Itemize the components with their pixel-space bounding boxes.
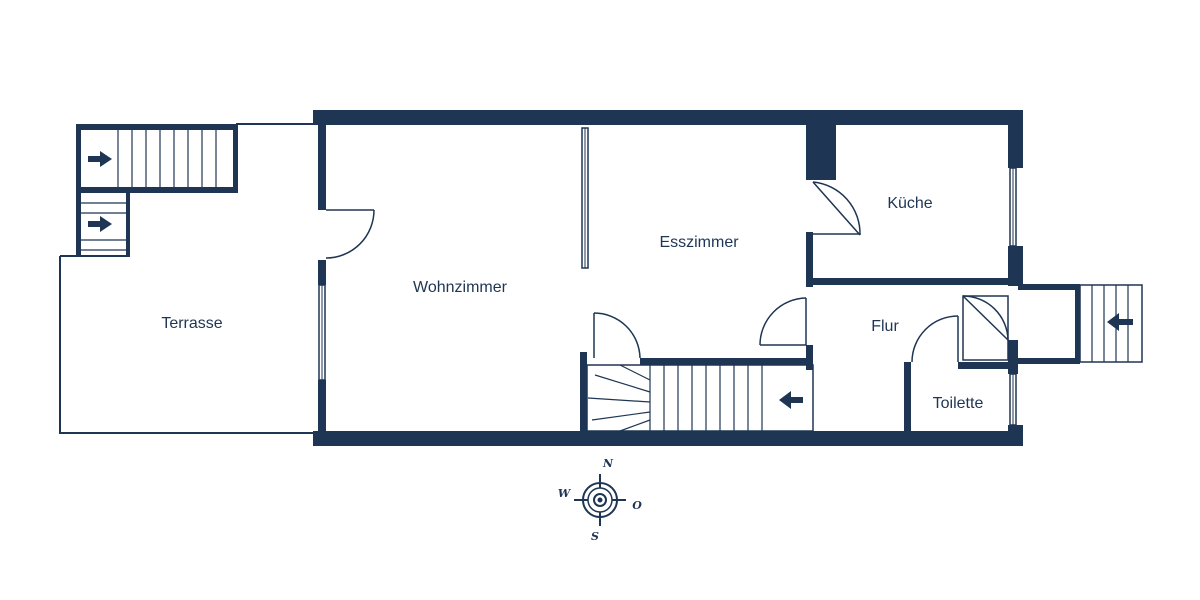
entrance-stair bbox=[962, 284, 1143, 364]
stair-arrow-icon bbox=[1107, 313, 1133, 331]
interior-walls bbox=[580, 125, 1018, 434]
terrace-area bbox=[59, 123, 318, 434]
compass-rose-icon: N O S W bbox=[558, 457, 642, 543]
stair-arrow-icon bbox=[88, 216, 112, 232]
compass-north: N bbox=[602, 457, 614, 470]
exterior-walls bbox=[313, 110, 1023, 446]
compass-east: O bbox=[632, 499, 642, 512]
compass-west: W bbox=[558, 487, 572, 500]
interior-stair bbox=[586, 364, 814, 432]
room-label-kueche: Küche bbox=[887, 195, 932, 212]
room-label-esszimmer: Esszimmer bbox=[659, 234, 739, 251]
terrace-stair-upper bbox=[76, 124, 238, 193]
door-swing-icon bbox=[325, 181, 1009, 363]
stair-arrow-icon bbox=[88, 151, 112, 167]
room-label-toilette: Toilette bbox=[933, 395, 984, 412]
terrace-stair-lower bbox=[76, 193, 130, 257]
room-label-flur: Flur bbox=[871, 318, 899, 335]
compass-south: S bbox=[591, 530, 599, 543]
stair-arrow-icon bbox=[779, 391, 803, 409]
room-label-wohnzimmer: Wohnzimmer bbox=[413, 279, 508, 296]
room-label-terrasse: Terrasse bbox=[161, 315, 222, 332]
window-icon bbox=[318, 127, 1017, 426]
